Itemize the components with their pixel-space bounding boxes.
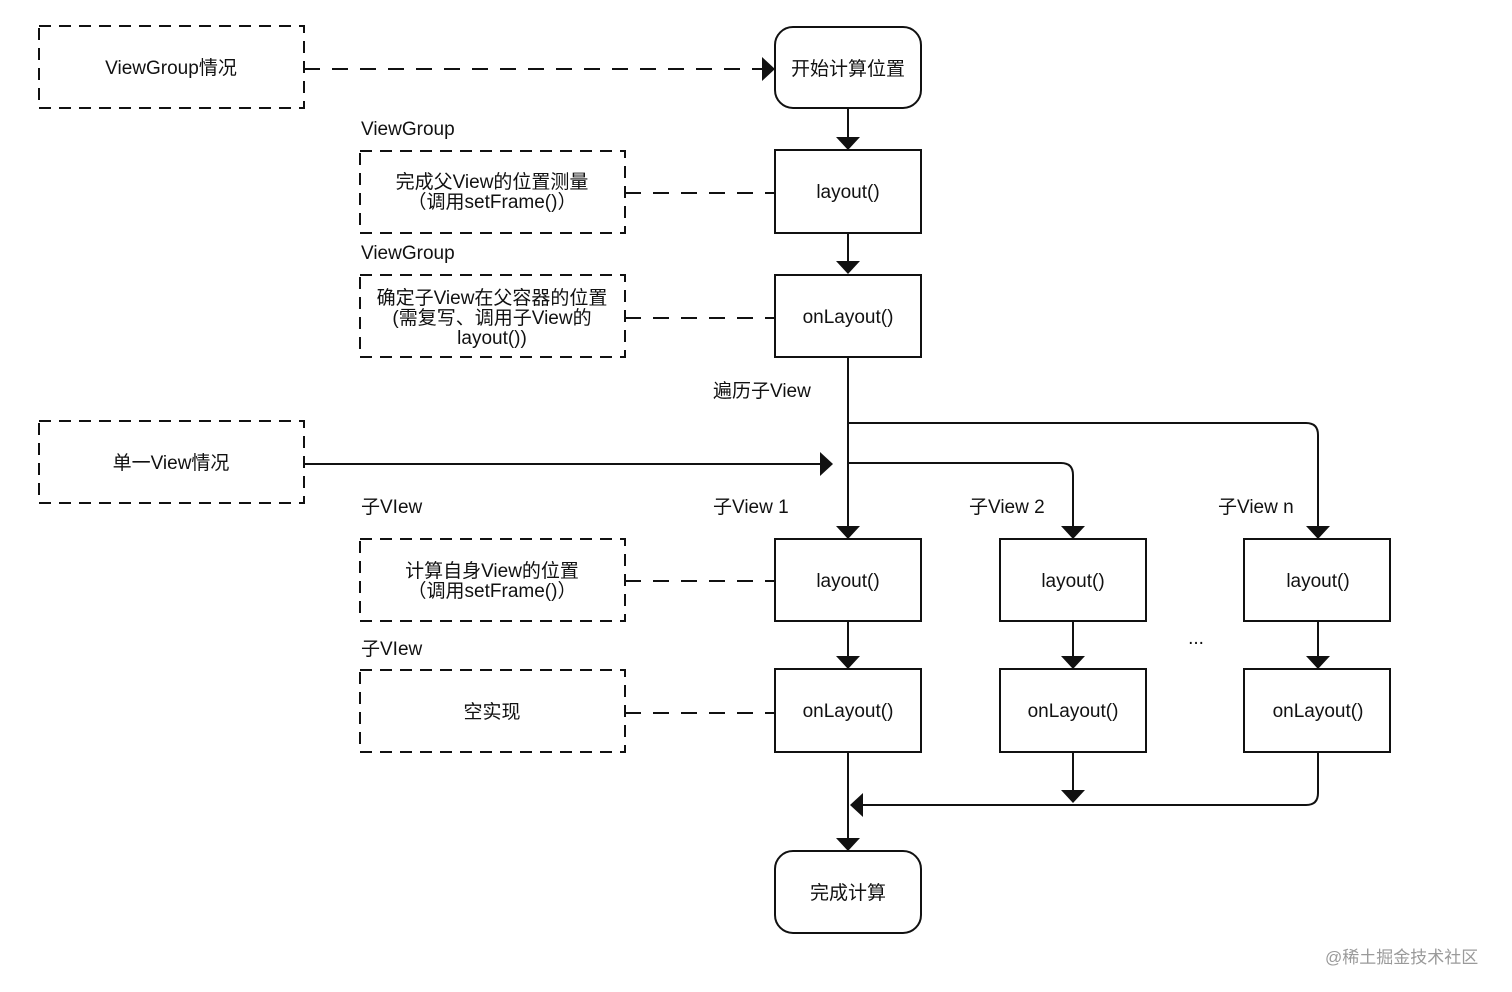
branch-to-child-2 (848, 462, 1074, 526)
child-layout-note-line-1: 计算自身View的位置 (405, 560, 579, 582)
child-view-label-left-2: 子VIew (361, 639, 423, 660)
child-onlayout-note-text: 空实现 (463, 701, 520, 723)
arrow-child-2-layout-to-onlayout-head (1061, 656, 1085, 669)
viewgroup-case-text: ViewGroup情况 (105, 57, 237, 79)
parent-layout-node (774, 149, 922, 234)
parent-layout-note-line-1: 完成父View的位置测量 (396, 171, 589, 193)
child-n-layout-node (1243, 538, 1391, 622)
child-n-layout-node-text: layout() (1286, 571, 1349, 592)
child-2-label: 子View 2 (969, 497, 1045, 518)
parent-onlayout-note-line-3: layout()) (457, 328, 527, 349)
parent-onlayout-note-line-1: 确定子View在父容器的位置 (377, 287, 608, 309)
child-layout-note-box (359, 538, 626, 622)
viewgroup-case-box (38, 25, 305, 109)
child-view-label-left-1: 子VIew (361, 497, 423, 518)
child-onlayout-note-box (359, 669, 626, 753)
merge-child-n-to-trunk-head (850, 793, 863, 817)
end-node-text: 完成计算 (810, 882, 886, 904)
child-1-layout-node (774, 538, 922, 622)
viewgroup-case-arrowhead (762, 57, 775, 81)
arrow-child-2-down-head (1061, 790, 1085, 803)
child-2-onlayout-node-text: onLayout() (1028, 701, 1119, 722)
single-view-case-arrowhead (820, 452, 833, 476)
parent-layout-note-box (359, 150, 626, 234)
child-1-onlayout-node (774, 668, 922, 753)
parent-onlayout-note-box (359, 274, 626, 358)
arrow-child-n-layout-to-onlayout-head (1306, 656, 1330, 669)
parent-onlayout-note-line-2: (需复写、调用子View的 (392, 307, 591, 329)
branch-to-child-n-head (1306, 526, 1330, 539)
watermark: @稀土掘金技术社区 (1325, 948, 1478, 967)
child-1-layout-node-text: layout() (816, 571, 879, 592)
child-1-onlayout-node-text: onLayout() (803, 701, 894, 722)
branch-to-child-n (848, 422, 1319, 526)
arrow-child-1-to-end-head (836, 838, 860, 851)
single-view-case-box (38, 420, 305, 504)
child-1-label: 子View 1 (713, 497, 789, 518)
viewgroup-label-2: ViewGroup (361, 243, 455, 264)
branch-to-child-2-head (1061, 526, 1085, 539)
traverse-label: 遍历子View (713, 380, 811, 402)
parent-layout-node-text: layout() (816, 182, 879, 203)
merge-child-n-to-trunk (863, 752, 1319, 806)
parent-layout-note-line-2: （调用setFrame()） (408, 191, 577, 213)
child-2-layout-node-text: layout() (1041, 571, 1104, 592)
end-node (774, 850, 922, 934)
child-n-onlayout-node-text: onLayout() (1273, 701, 1364, 722)
single-view-case-text: 单一View情况 (113, 452, 230, 474)
arrow-layout-to-onlayout-head (836, 261, 860, 274)
viewgroup-label-1: ViewGroup (361, 119, 455, 140)
child-2-layout-node (999, 538, 1147, 622)
start-node-text: 开始计算位置 (791, 58, 905, 80)
child-n-label: 子View n (1218, 497, 1294, 518)
trunk-to-child-1-head (836, 526, 860, 539)
arrow-child-1-layout-to-onlayout-head (836, 656, 860, 669)
ellipsis-label: ... (1188, 628, 1204, 649)
child-2-onlayout-node (999, 668, 1147, 753)
parent-onlayout-node-text: onLayout() (803, 307, 894, 328)
child-layout-note-line-2: （调用setFrame()） (408, 580, 577, 602)
arrow-start-to-layout-head (836, 137, 860, 150)
